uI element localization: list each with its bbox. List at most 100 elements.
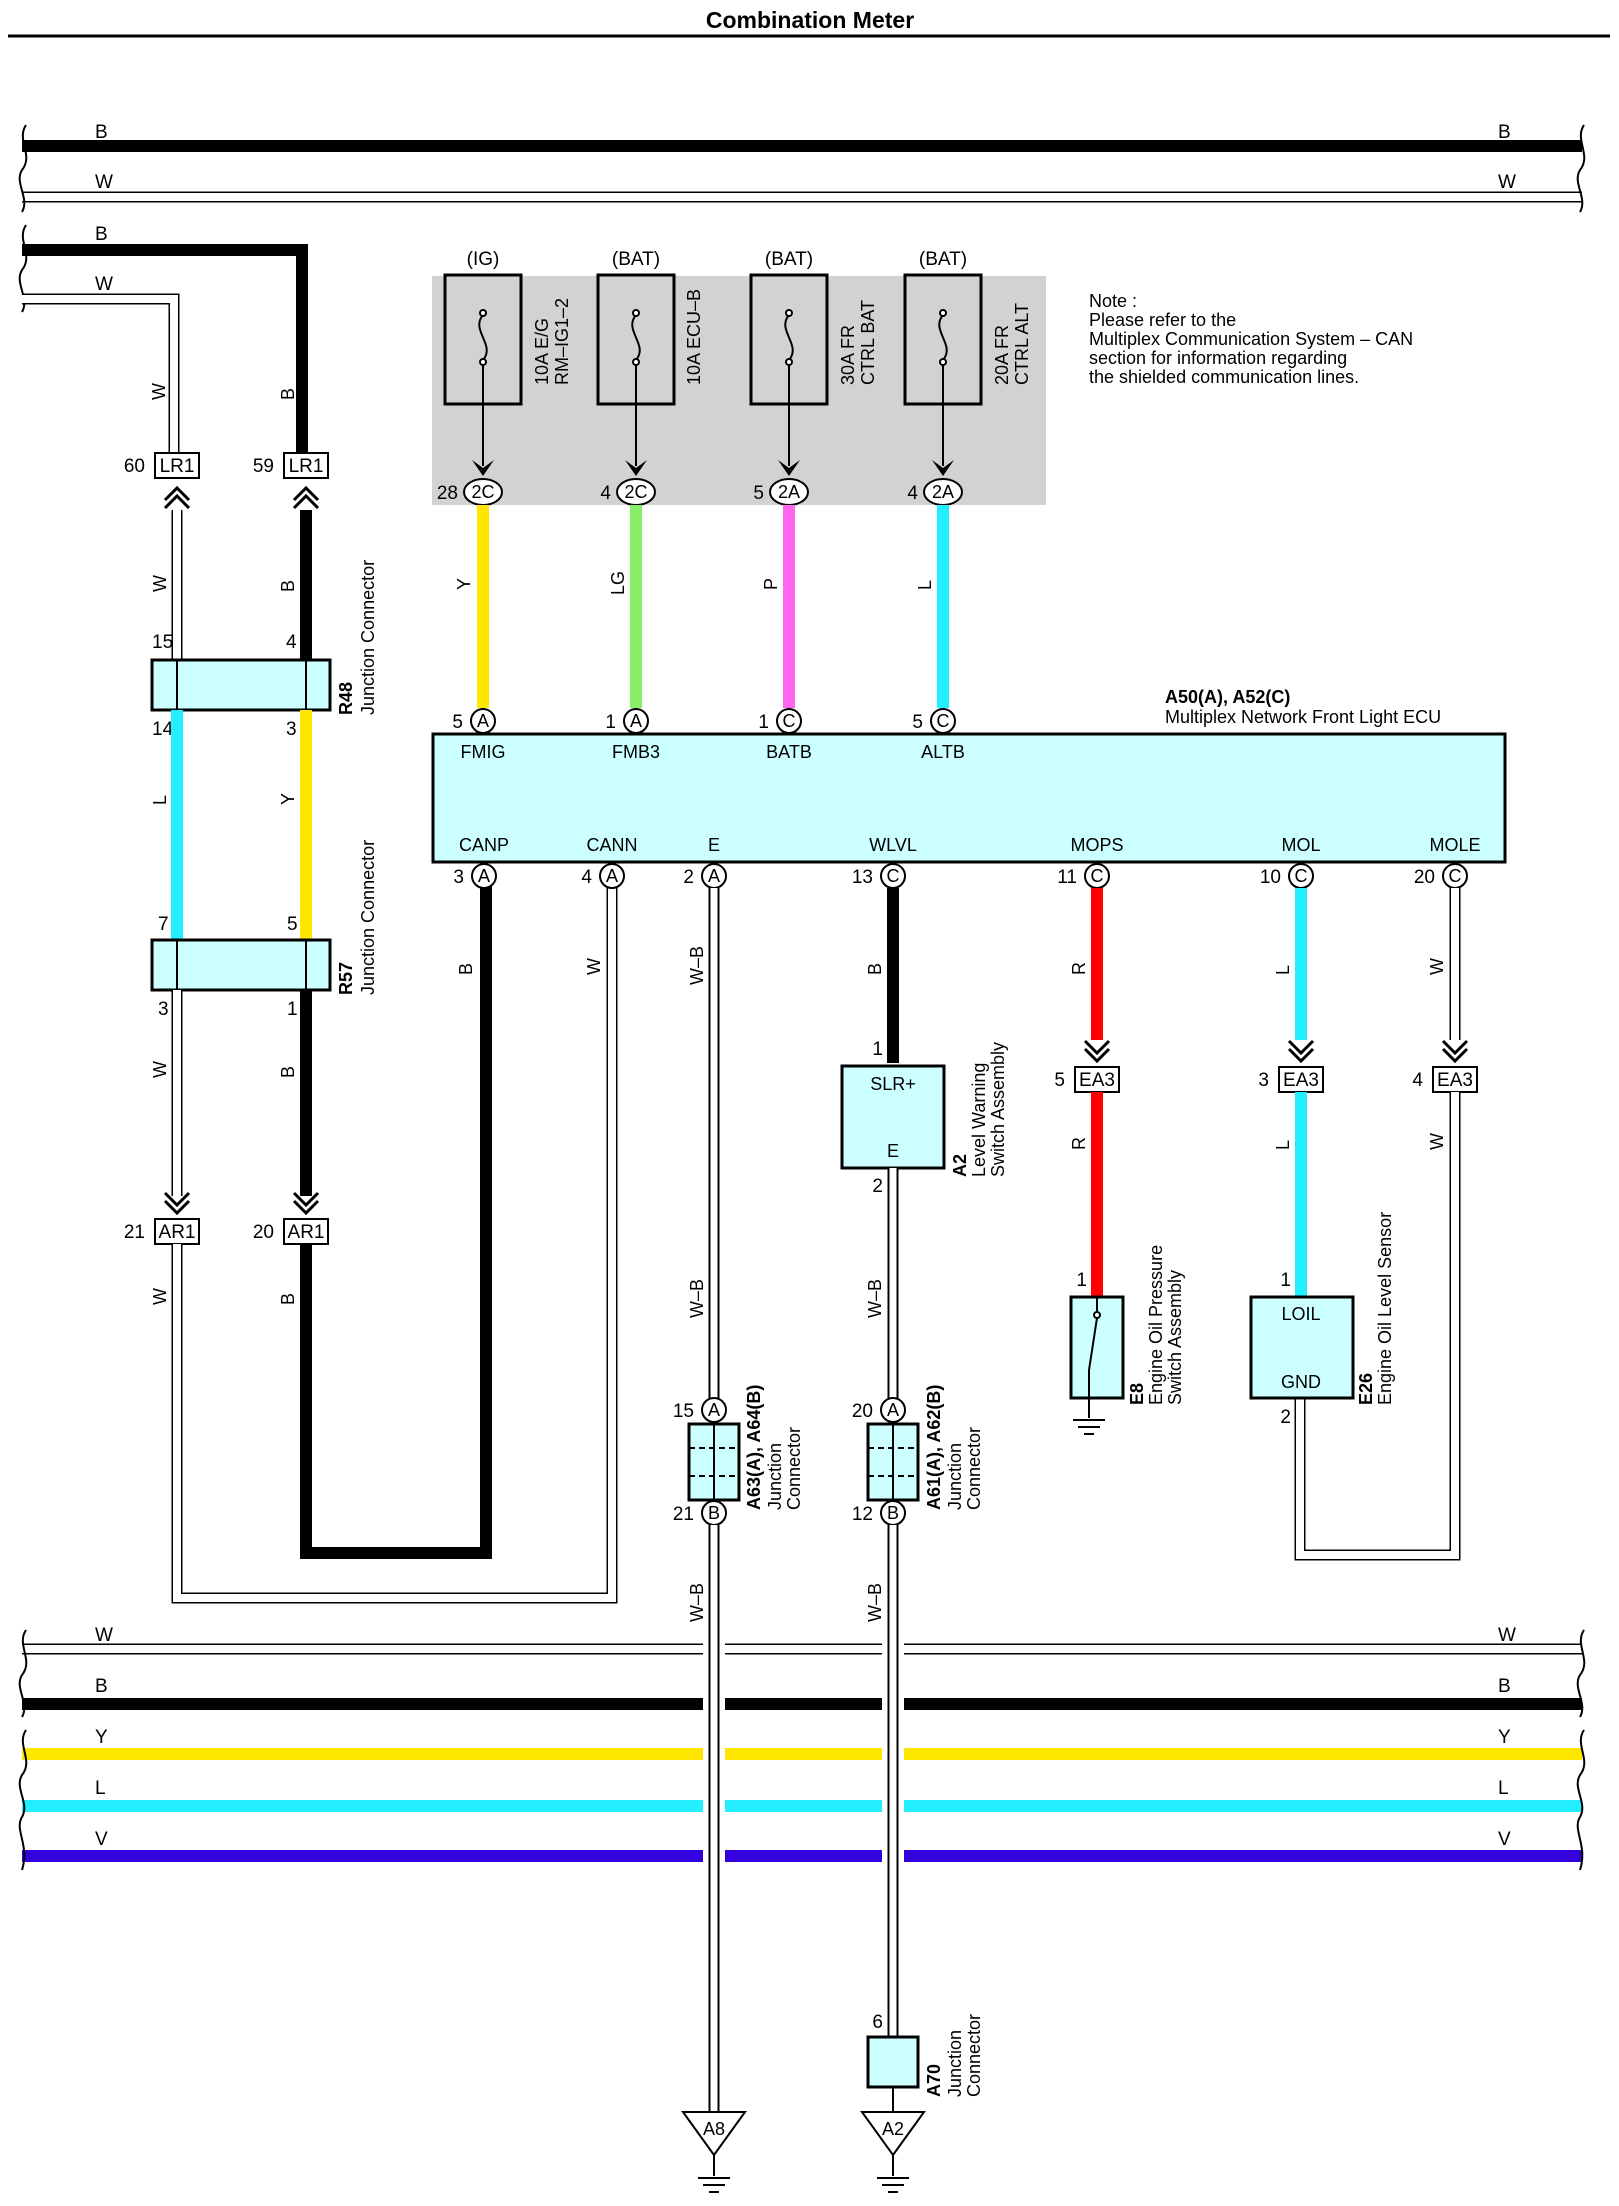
r48-pin-tl: 15 [152, 632, 173, 653]
wire-label-l-mol: L [1273, 965, 1293, 975]
connector-ea3-mol: EA3 3 [1258, 1066, 1324, 1093]
bus-bottom-l-label-left: L [95, 1778, 106, 1799]
break-mark-left-bottom [18, 1629, 28, 1871]
a70-name-2: Connector [964, 2014, 984, 2097]
fuse-connector-2: 2C 4 [600, 478, 656, 506]
wire-label-wlvl: B [865, 963, 885, 975]
connector-lr1-b-label: LR1 [289, 456, 324, 477]
a61-pin-top: 20 [852, 1401, 873, 1422]
bus-top-w: W W [22, 172, 1582, 203]
note-line-2: Please refer to the [1089, 310, 1236, 330]
wire-label-cann: W [584, 958, 604, 975]
a61-name-1: Junction [945, 1443, 965, 1510]
r57-code: R57 [336, 962, 356, 995]
wire-label-wb-a63-lower: W–B [687, 1583, 707, 1622]
ecu-terminal-cann: CANN [586, 835, 637, 855]
ecu-terminal-altb: ALTB [921, 742, 965, 762]
fuse-3-rating: 30A FR [838, 325, 858, 385]
fuse-2-pin: 4 [600, 483, 611, 504]
ea3-1-pin: 5 [1054, 1070, 1065, 1091]
fuse-4-pin: 4 [907, 483, 918, 504]
bus-top-b-label-left: B [95, 122, 108, 143]
connector-lr1-b-pin: 59 [253, 456, 274, 477]
ecu-bottom-pin-3-conn: A [708, 866, 720, 886]
fuse-efg-rmig1: (IG) 10A E/G RM–IG1–2 [443, 249, 572, 466]
arrow-down-icon [472, 460, 954, 476]
ecu-terminal-mops: MOPS [1070, 835, 1123, 855]
fuse-connector-1: 2C 28 [437, 478, 503, 506]
ea3-1-label: EA3 [1079, 1070, 1115, 1091]
wire-label-b-upper: B [278, 388, 298, 400]
fuse-3-connector: 2A [778, 482, 800, 502]
r48-code: R48 [336, 682, 356, 715]
wire-label-canp: B [456, 963, 476, 975]
wire-label-y-left: Y [278, 793, 298, 805]
connector-ar1-b-pin: 20 [253, 1222, 274, 1243]
ecu-top-pin-4-num: 5 [912, 712, 923, 733]
ea3-3-label: EA3 [1437, 1070, 1473, 1091]
junction-connector-r48: 15 4 14 3 R48 Junction Connector [150, 560, 378, 740]
bus-bottom-w: W W [22, 1625, 1582, 1655]
bus-bottom-v-label-right: V [1498, 1829, 1511, 1850]
ground-a2-label: A2 [882, 2119, 904, 2139]
chevron-down-icon [1083, 1039, 1469, 1064]
a61-pin-bottom: 12 [852, 1504, 873, 1525]
wire-label-w-ea3: W [1427, 1133, 1447, 1150]
ecu-body [431, 732, 1507, 864]
fuse-4-rating: 20A FR [992, 325, 1012, 385]
bus-bottom-b: B B [22, 1676, 1582, 1710]
bus-bottom-w-label-left: W [95, 1625, 113, 1646]
e26-name: Engine Oil Level Sensor [1375, 1212, 1395, 1405]
connector-ar1-w: AR1 21 [124, 1218, 200, 1245]
a2-terminal-bottom: E [887, 1141, 899, 1161]
connector-ar1-b: AR1 20 [253, 1218, 329, 1245]
bus-bottom-v: V V [22, 1829, 1582, 1862]
fuse-1-pin: 28 [437, 483, 458, 504]
ea3-2-pin: 3 [1258, 1070, 1269, 1091]
wire-side-w [22, 295, 178, 457]
r48-name: Junction Connector [358, 560, 378, 715]
a70-pin: 6 [872, 2012, 883, 2033]
ecu-terminal-mol: MOL [1281, 835, 1320, 855]
bus-top-b: B B [22, 122, 1582, 152]
ecu-top-pin-1-num: 5 [452, 712, 463, 733]
r48-pin-tr: 4 [286, 632, 297, 653]
wire-label-w-mid: W [150, 575, 170, 592]
note-line-4: section for information regarding [1089, 348, 1347, 368]
a63-pin-top: 15 [673, 1401, 694, 1422]
chevron-down-icon [163, 1191, 320, 1216]
ecu-top-pin-3-num: 1 [758, 712, 769, 733]
e8-name-2: Switch Assembly [1165, 1270, 1185, 1405]
wire-label-wb-a2-upper: W–B [865, 1279, 885, 1318]
connector-ea3-mops: EA3 5 [1054, 1066, 1120, 1093]
ecu-bottom-pin-2-num: 4 [581, 867, 592, 888]
break-mark-right-bottom [1576, 1629, 1586, 1871]
ecu-bottom-pin-3-num: 2 [683, 867, 694, 888]
ecu-code: A50(A), A52(C) [1165, 687, 1290, 707]
r57-pin-bl: 3 [158, 999, 169, 1020]
connector-lr1-w-label: LR1 [160, 456, 195, 477]
ecu-bottom-pin-4-num: 13 [852, 867, 873, 888]
break-mark-left-top [18, 124, 28, 313]
connector-lr1-b: LR1 59 [253, 452, 329, 479]
wire-label-w-upper: W [149, 383, 169, 400]
a61-code: A61(A), A62(B) [924, 1385, 944, 1510]
bus-bottom-y-label-left: Y [95, 1727, 108, 1748]
fuse-connector-3: 2A 5 [753, 478, 809, 506]
a2-name-2: Switch Assembly [988, 1042, 1008, 1177]
wire-label-w-lower: W [150, 1061, 170, 1078]
connector-ar1-w-pin: 21 [124, 1222, 145, 1243]
ground-icon-a2: A2 [860, 2111, 926, 2193]
ecu-terminal-mole: MOLE [1429, 835, 1480, 855]
wire-label-w-mole: W [1427, 958, 1447, 975]
wire-canp-b [300, 885, 492, 1559]
ecu-bottom-pin-1-conn: A [478, 866, 490, 886]
break-mark-right-top [1576, 124, 1586, 213]
e26-terminal-top: LOIL [1281, 1304, 1320, 1324]
note-line-1: Note : [1089, 291, 1137, 311]
ecu-terminal-batb: BATB [766, 742, 812, 762]
a70-code: A70 [924, 2064, 944, 2097]
fuse-4-name: CTRL ALT [1012, 303, 1032, 385]
r57-pin-tr: 5 [287, 914, 298, 935]
wire-label-b-mid: B [278, 580, 298, 592]
